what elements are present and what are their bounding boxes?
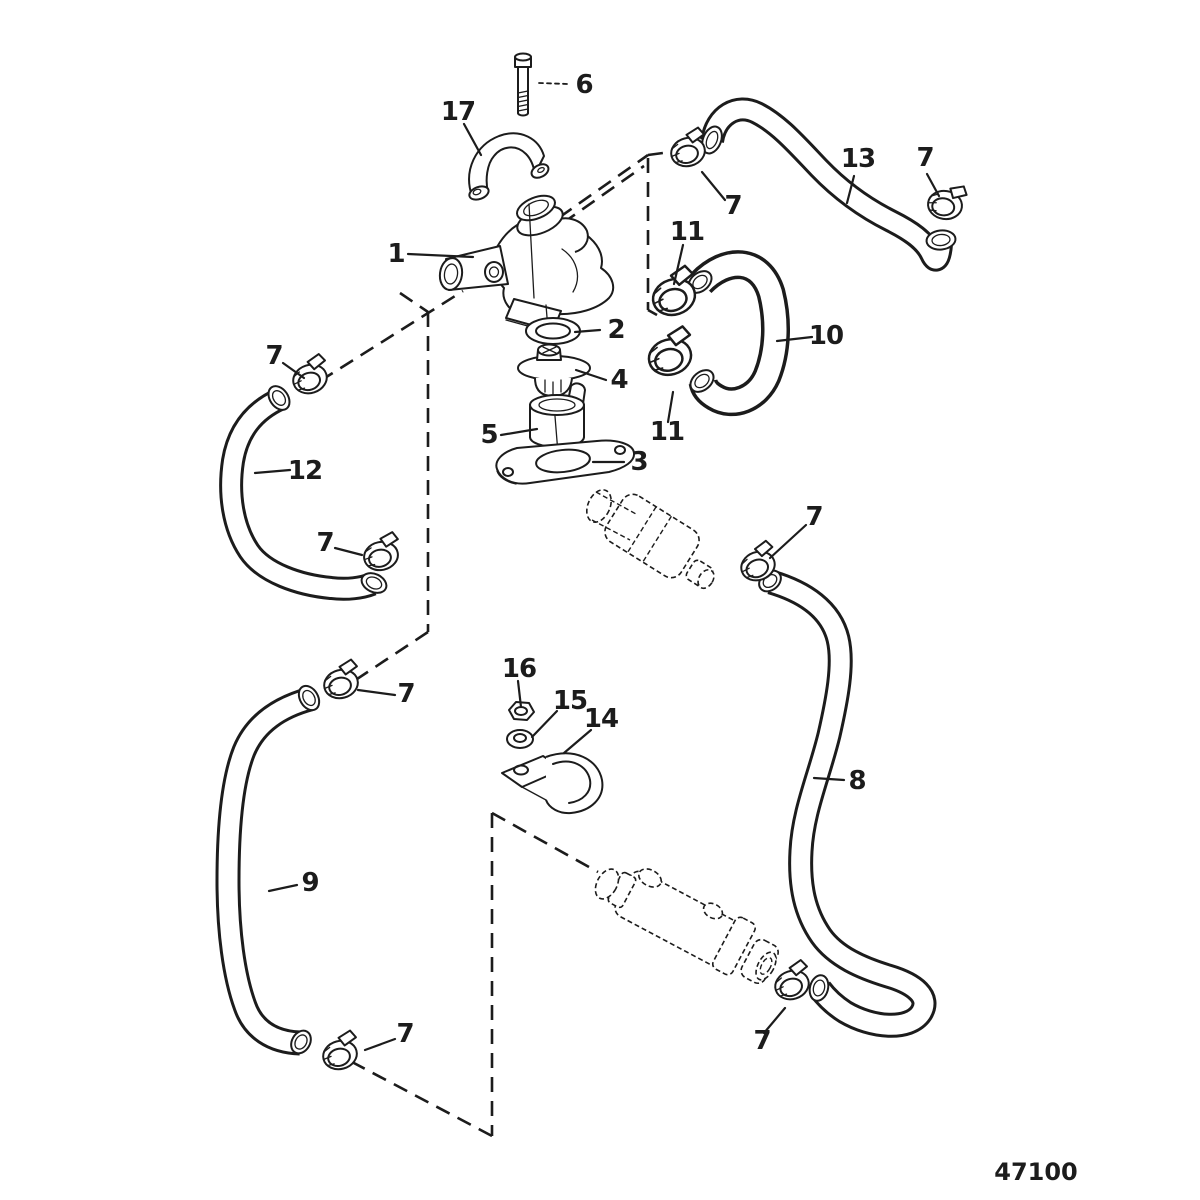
bolt-6: [514, 52, 532, 117]
callout-leader-lines: [253, 82, 941, 1052]
leader-7-hose13-left: [700, 170, 727, 202]
callout-label-6: 6: [575, 70, 592, 100]
projection-dashed-lines: [319, 149, 679, 1138]
washer-15: [506, 729, 534, 749]
hose-10: [687, 250, 790, 417]
leader-5: [499, 427, 539, 437]
callout-label-7-hose13-right: 7: [916, 143, 933, 173]
callout-label-15: 15: [553, 686, 587, 716]
callout-label-10: 10: [809, 321, 843, 351]
sleeve-5: [529, 382, 586, 448]
leader-17: [462, 122, 483, 157]
callout-label-13: 13: [841, 144, 875, 174]
hose-9: [215, 684, 321, 1056]
hose-clamp-7-hose9-top: [318, 657, 365, 703]
hose-clamp-7-hose12-bottom: [359, 530, 405, 575]
hose-8: [758, 569, 937, 1038]
figure-number: 47100: [994, 1158, 1078, 1186]
leader-6: [538, 82, 569, 85]
callout-label-14: 14: [584, 704, 618, 734]
callout-label-17: 17: [441, 97, 475, 127]
leader-8: [812, 776, 846, 782]
thermostat-housing: [438, 194, 615, 334]
oil-cooler-phantom: [594, 868, 779, 985]
gasket-3: [495, 439, 636, 485]
callout-label-12: 12: [288, 456, 322, 486]
leader-7-hose9-bottom: [363, 1037, 397, 1052]
callout-label-2: 2: [607, 315, 624, 345]
callout-label-4: 4: [610, 365, 627, 395]
callout-label-5: 5: [480, 420, 497, 450]
leader-7-hose9-top: [356, 688, 397, 697]
hose-clamp-7-hose13-right: [925, 180, 969, 223]
leader-11-bottom: [666, 390, 675, 424]
leader-7-hose12-top: [281, 361, 306, 380]
anchor-bracket-14: [501, 752, 604, 815]
fitting-assembly-phantom: [586, 489, 715, 590]
hose-13: [700, 97, 957, 272]
callout-label-8: 8: [848, 766, 865, 796]
leader-7-hose13-right: [925, 172, 941, 198]
leader-7-hose12-bottom: [333, 546, 364, 557]
callout-label-7-hose8-top: 7: [805, 502, 822, 532]
leader-15: [530, 709, 559, 739]
thermostat-4: [517, 343, 591, 397]
callout-label-7-hose12-top: 7: [265, 341, 282, 371]
leader-11-top: [672, 243, 685, 286]
leader-12: [253, 468, 292, 475]
leader-1: [406, 252, 475, 259]
leader-7-hose8-top: [768, 523, 808, 560]
callout-label-1: 1: [387, 239, 404, 269]
hose-clamp-7-hose12-top: [286, 351, 335, 399]
hose-clamp-11-bottom: [641, 323, 700, 381]
leader-4: [574, 368, 608, 382]
leader-16: [516, 679, 523, 709]
leader-7-cooler-right: [762, 1006, 787, 1035]
callout-label-7-hose9-top: 7: [397, 679, 414, 709]
hose-clamp-7-hose9-bottom: [317, 1028, 364, 1074]
callout-label-9: 9: [301, 868, 318, 898]
callout-label-3: 3: [630, 447, 647, 477]
callout-label-11-top: 11: [670, 217, 704, 247]
callout-label-7-hose13-left: 7: [724, 191, 741, 221]
seal-ring-2: [525, 317, 581, 345]
hose-clamp-7-cooler-right: [768, 957, 817, 1005]
leader-2: [573, 328, 602, 334]
leader-9: [267, 883, 299, 893]
callout-label-16: 16: [502, 654, 536, 684]
leader-10: [775, 335, 814, 343]
callout-label-11-bottom: 11: [650, 417, 684, 447]
hose-12: [219, 385, 388, 601]
callout-labels: 6 17 1 7 13 7 11 10 11 2 4 5 3 7 12 7 7 …: [265, 70, 934, 1056]
leader-13: [845, 174, 856, 205]
callout-label-7-hose9-bottom: 7: [396, 1019, 413, 1049]
leader-14: [562, 728, 593, 755]
callout-label-7-hose12-bottom: 7: [316, 528, 333, 558]
clamp-bracket-17: [468, 132, 550, 201]
callout-label-7-cooler-right: 7: [753, 1026, 770, 1056]
